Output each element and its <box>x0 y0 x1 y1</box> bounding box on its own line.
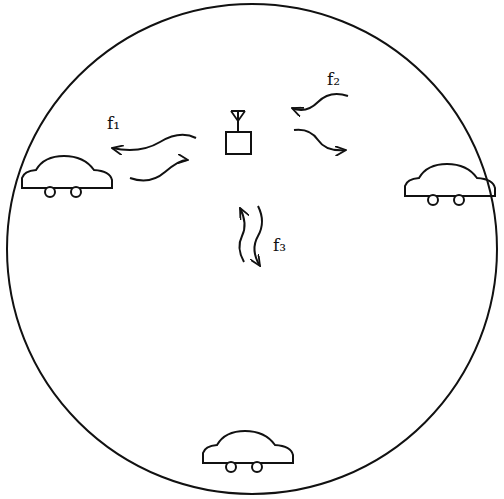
car-bottom <box>203 431 293 472</box>
car-left <box>22 156 112 197</box>
base-station <box>226 111 251 154</box>
frequency-label: f₁ <box>106 114 121 133</box>
cell-boundary <box>7 4 497 494</box>
car-right <box>405 164 495 205</box>
radio-links <box>112 94 348 266</box>
frequency-label: f₃ <box>272 236 287 255</box>
frequency-label: f₂ <box>326 70 341 89</box>
